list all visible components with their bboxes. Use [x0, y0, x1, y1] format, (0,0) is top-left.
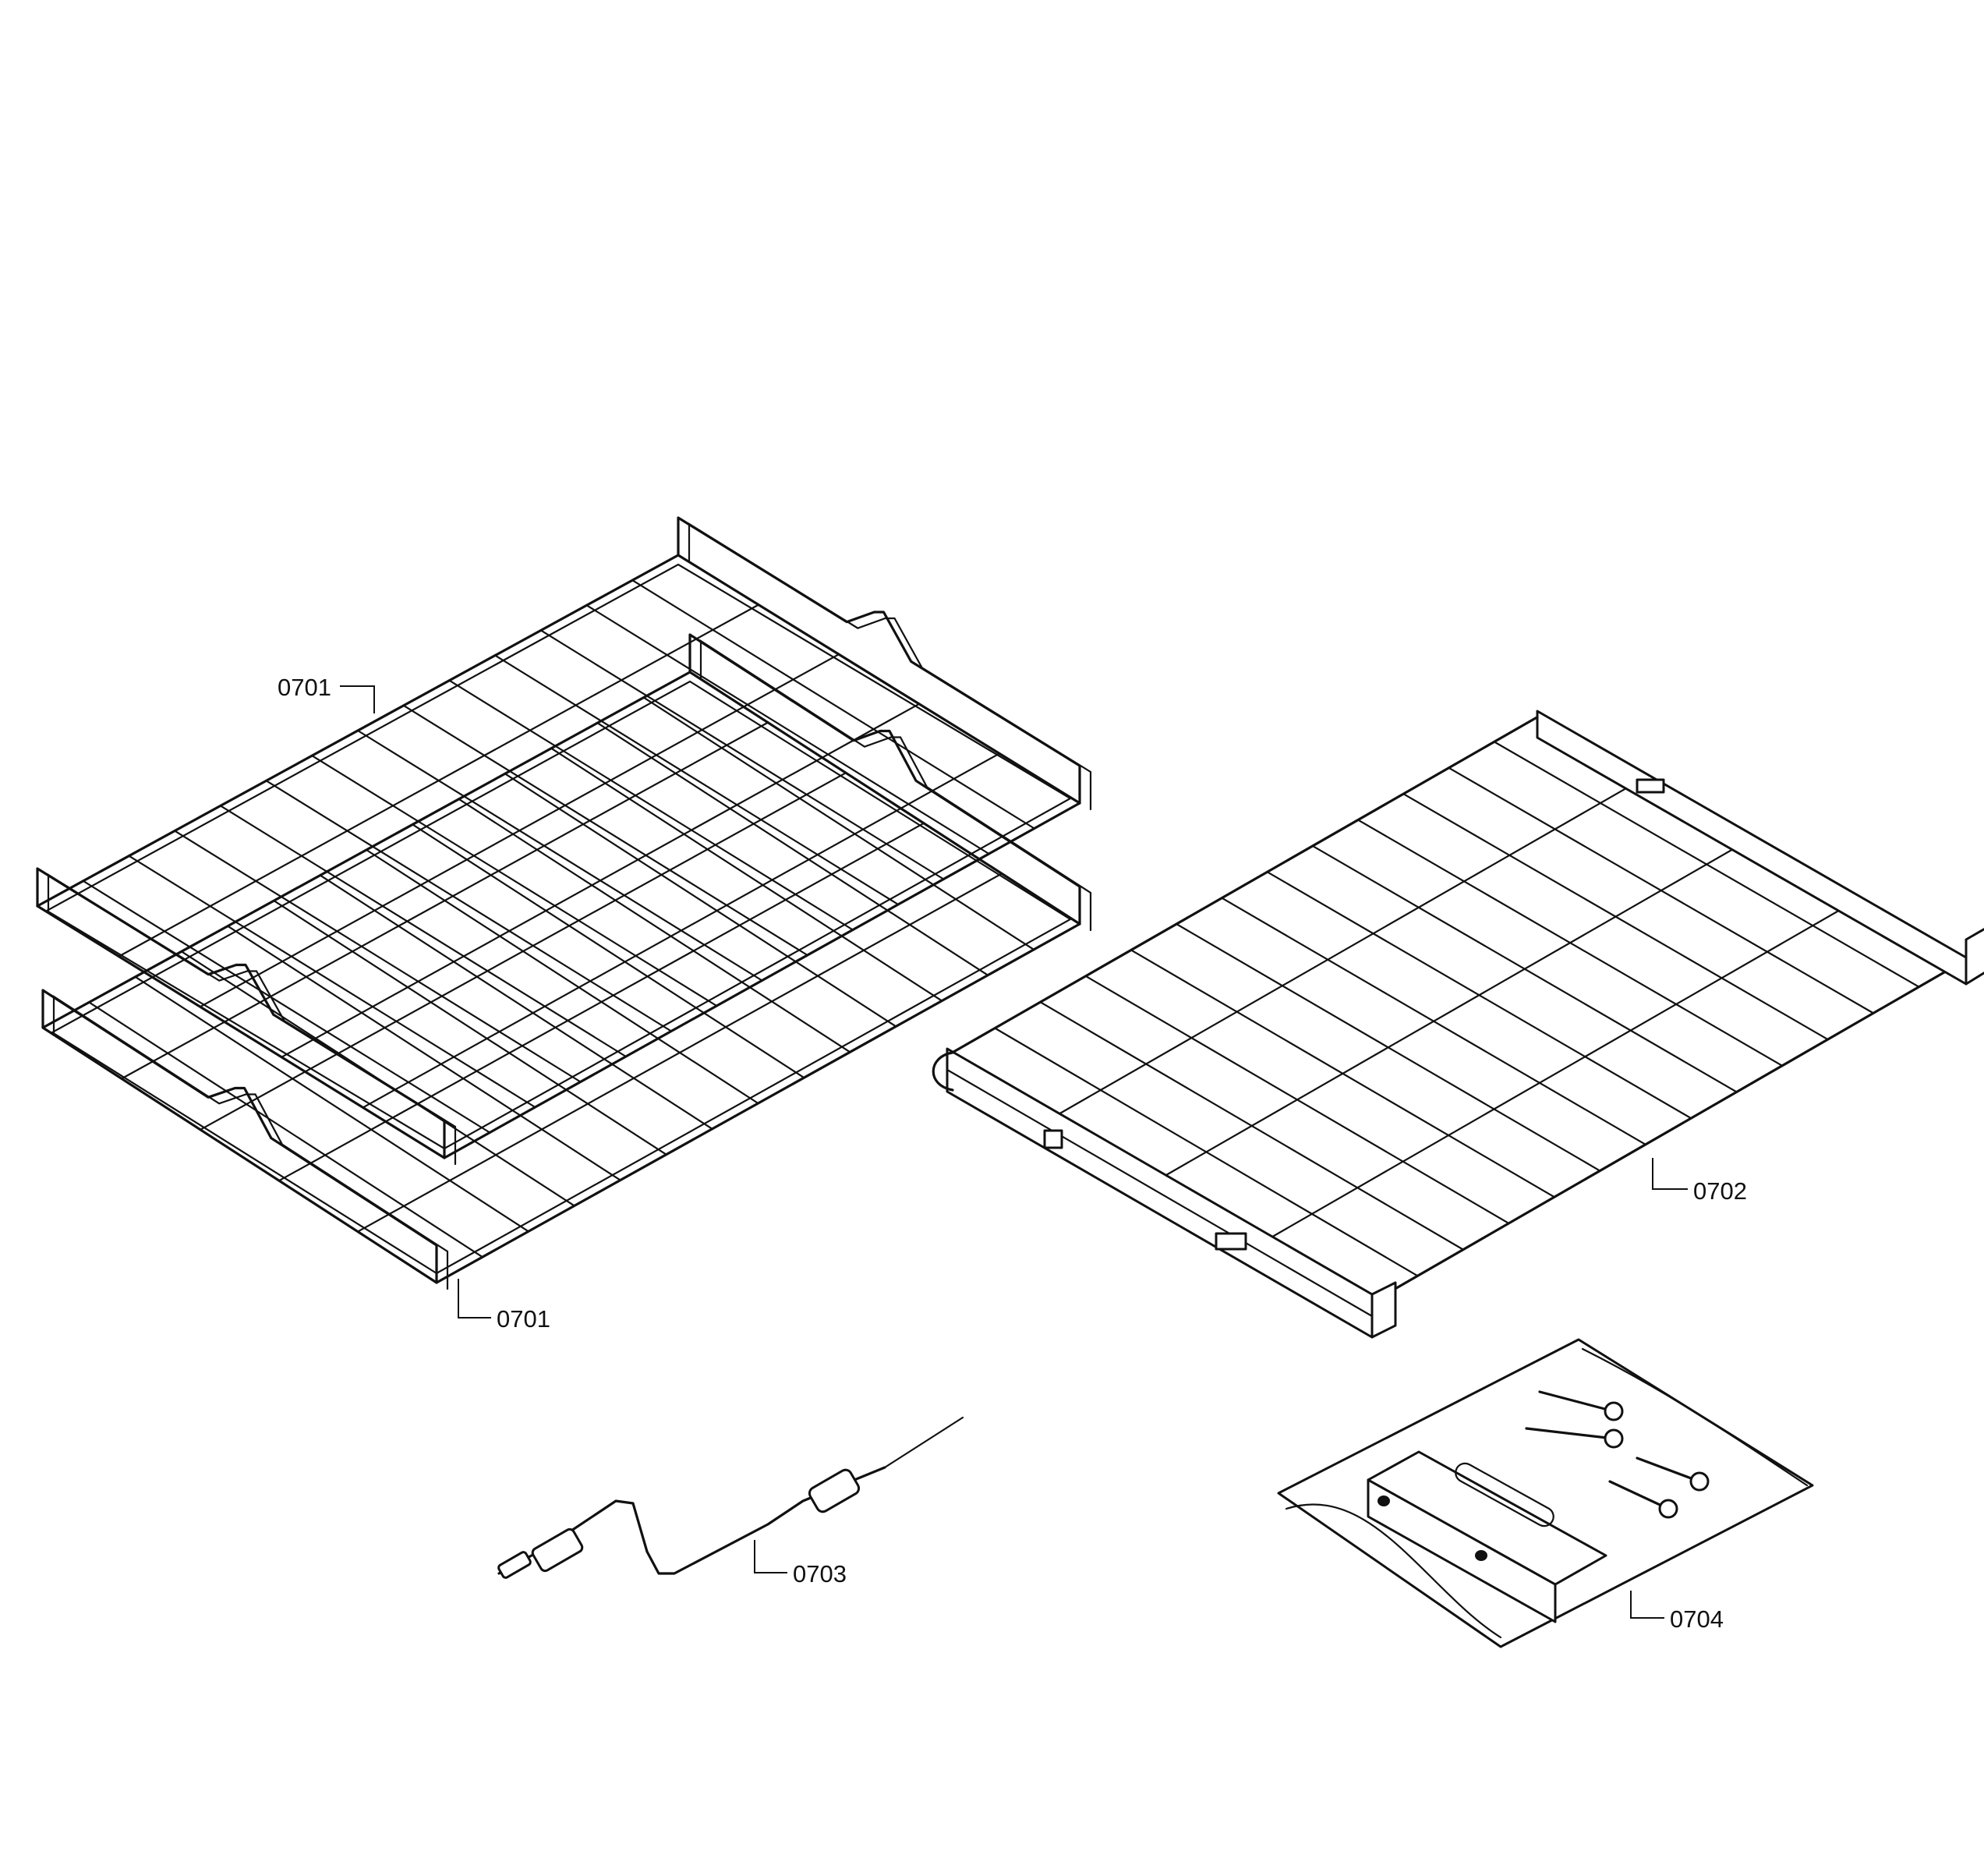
telescopic-rack-icon: [932, 710, 1984, 1339]
probe-plug-tip: [497, 1551, 532, 1579]
screw-shank: [1538, 1390, 1615, 1413]
slide-rack-cross-rod: [1159, 837, 1753, 1180]
rack-rod: [631, 579, 1035, 830]
rack-rod: [82, 880, 491, 1134]
rack-rod: [642, 696, 1035, 950]
callout-leader: [458, 1279, 491, 1319]
callout-label-0704: 0704: [1670, 1605, 1724, 1633]
rack-rod: [550, 747, 943, 1002]
rack-rod: [448, 679, 854, 931]
slide-bracket: [1215, 1232, 1247, 1251]
rack-side-guard-inner: [688, 522, 1092, 811]
probe-cable: [497, 1466, 886, 1575]
slide-rack-cross-rod: [1265, 898, 1859, 1241]
rack-upper: [36, 516, 1092, 1166]
rack-rod: [265, 780, 673, 1032]
rack-lower: [41, 633, 1092, 1290]
probe-plug-body: [531, 1527, 584, 1573]
callout-leader-lines: [340, 685, 1688, 1619]
bracket-hole: [1377, 1495, 1390, 1506]
rack-cross-rod: [356, 873, 1003, 1233]
callout-label-0701-top: 0701: [278, 674, 331, 701]
rack-rod: [458, 798, 851, 1053]
rack-cross-rod: [278, 822, 925, 1182]
callout-leader: [340, 685, 375, 713]
callout-leader: [1630, 1591, 1664, 1619]
callout-label-0702: 0702: [1693, 1177, 1747, 1205]
callout-leader: [1652, 1158, 1688, 1190]
bag-seal: [1581, 1347, 1809, 1487]
rack-rod: [356, 729, 763, 982]
callout-leader: [754, 1540, 787, 1573]
rack-rod: [539, 629, 945, 880]
rack-rod: [402, 704, 808, 957]
screw-head: [1604, 1401, 1624, 1421]
screw-shank: [1636, 1457, 1701, 1483]
rack-cross-rod: [118, 604, 760, 957]
rack-cross-rod: [362, 752, 1001, 1109]
screw-head: [1689, 1471, 1710, 1492]
screw-shank: [1525, 1427, 1615, 1440]
wire-rack-icon: [36, 516, 1092, 1290]
probe-needle: [883, 1416, 964, 1469]
rack-frame: [41, 671, 1081, 1284]
rack-rod: [365, 848, 759, 1105]
rack-side-guard-inner: [47, 873, 457, 1166]
rack-cross-rod: [199, 772, 847, 1131]
probe-handle: [808, 1468, 861, 1513]
rack-rod: [412, 823, 805, 1079]
rack-cross-rod: [281, 703, 921, 1058]
screw-head: [1604, 1428, 1624, 1449]
screw-shank: [1608, 1480, 1670, 1510]
rack-side-guard: [688, 633, 1081, 926]
rack-rod: [319, 874, 713, 1130]
slide-rack-cross-rod: [1054, 776, 1647, 1117]
slide-front-rail-groove: [946, 1068, 1374, 1318]
screw-head: [1658, 1499, 1678, 1519]
rack-cross-rod: [120, 721, 769, 1080]
rack-side-guard-inner: [52, 994, 449, 1290]
rack-rod: [311, 755, 718, 1007]
rack-rod: [504, 773, 897, 1028]
bracket-slot: [1455, 1462, 1554, 1527]
callout-label-0701-bottom: 0701: [497, 1305, 550, 1333]
rack-frame-inner: [44, 563, 1073, 1150]
rack-side-guard: [41, 989, 438, 1284]
slide-hook: [932, 1051, 954, 1092]
rack-rod: [219, 805, 627, 1058]
rack-rod: [596, 722, 989, 976]
slide-back-rail-end: [1965, 927, 1984, 986]
rack-rod: [128, 855, 536, 1109]
rack-rod: [585, 604, 990, 855]
slide-bracket: [1043, 1129, 1063, 1149]
rack-rod: [174, 830, 582, 1083]
rack-side-guard-inner: [699, 639, 1092, 932]
rack-rod: [494, 654, 900, 906]
hardware-bag-icon: [1277, 1338, 1814, 1648]
slide-bracket: [1636, 778, 1665, 794]
rack-rod: [273, 900, 667, 1156]
rack-rod: [227, 925, 621, 1181]
rack-cross-rod: [199, 653, 840, 1008]
mounting-bracket-side: [1367, 1478, 1557, 1623]
slide-front-rail-end: [1370, 1281, 1397, 1339]
rack-frame-inner: [50, 680, 1073, 1275]
bracket-hole: [1475, 1550, 1487, 1561]
rack-side-guard: [677, 516, 1081, 805]
rack-rod: [88, 1001, 484, 1258]
bag-outline: [1277, 1338, 1814, 1648]
meat-probe-icon: [497, 1416, 964, 1579]
rack-rod: [134, 975, 529, 1233]
slide-rack-frame: [948, 714, 1966, 1304]
bag-fold: [1285, 1503, 1502, 1639]
callout-label-0703: 0703: [793, 1560, 847, 1588]
